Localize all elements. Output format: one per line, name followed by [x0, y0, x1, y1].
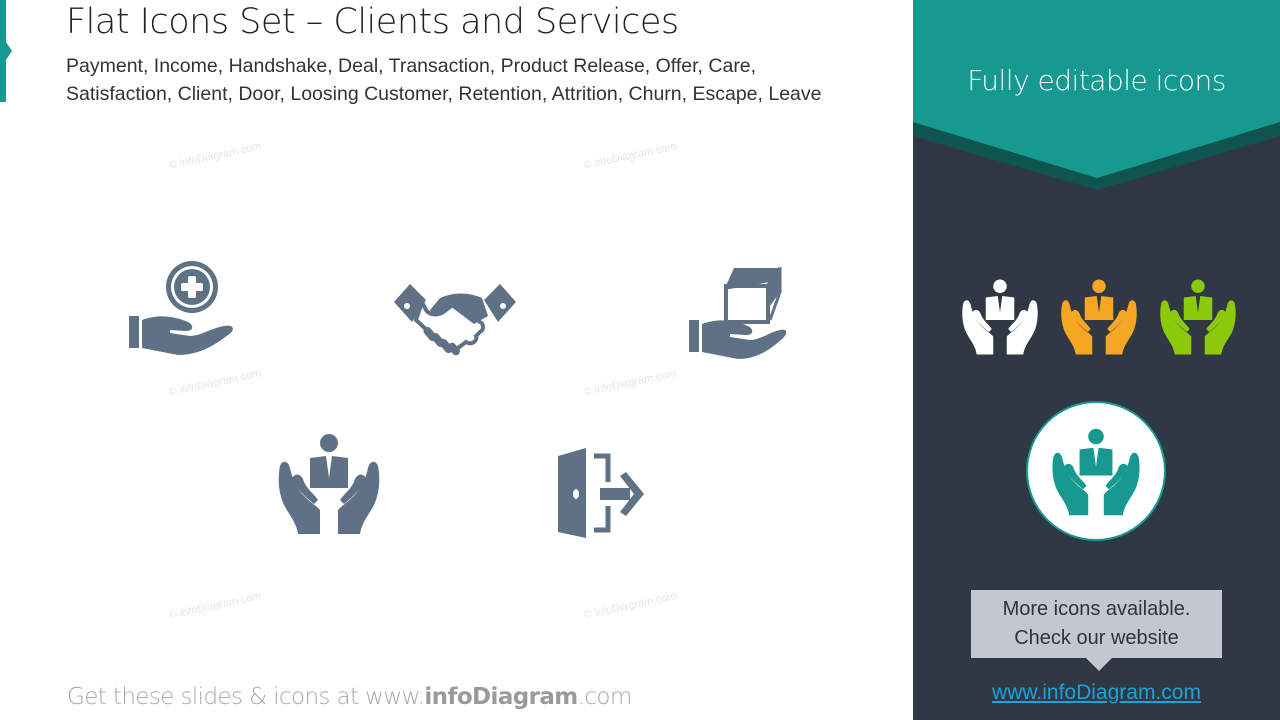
- door-exit-icon: [556, 446, 646, 540]
- watermark: © infoDiagram.com: [167, 590, 263, 622]
- watermark: © infoDiagram.com: [167, 367, 263, 399]
- callout-line-1: More icons available.: [1002, 598, 1191, 620]
- client-care-hands-icon: [276, 432, 382, 536]
- client-care-icon-orange: [1059, 278, 1139, 356]
- client-care-icon-white: [960, 278, 1040, 356]
- subtitle-line-1: Payment, Income, Handshake, Deal, Transa…: [66, 55, 757, 77]
- payment-hand-plus-icon: [128, 258, 236, 360]
- callout-tail: [1085, 657, 1113, 671]
- banner-chevron: [913, 0, 1280, 190]
- banner-text: Fully editable icons: [967, 64, 1226, 97]
- watermark: © infoDiagram.com: [582, 590, 678, 622]
- watermark: © infoDiagram.com: [167, 140, 263, 172]
- client-care-icon-circle: [1026, 401, 1166, 541]
- website-link[interactable]: www.infoDiagram.com: [992, 681, 1201, 704]
- handshake-icon: [392, 280, 518, 360]
- client-care-icon-green: [1158, 278, 1238, 356]
- watermark: © infoDiagram.com: [582, 367, 678, 399]
- product-release-hand-box-icon: [688, 264, 788, 362]
- accent-notch: [6, 42, 12, 60]
- accent-bar: [0, 0, 6, 102]
- footer-text: Get these slides & icons at www.infoDiag…: [67, 684, 632, 710]
- watermark: © infoDiagram.com: [582, 140, 678, 172]
- page-subtitle: Payment, Income, Handshake, Deal, Transa…: [66, 52, 906, 108]
- more-icons-callout: More icons available. Check our website: [971, 590, 1222, 658]
- side-panel: Fully editable icons: [913, 0, 1280, 720]
- page-title: Flat Icons Set – Clients and Services: [66, 2, 679, 42]
- footer-brand: infoDiagram: [424, 684, 578, 710]
- subtitle-line-2: Satisfaction, Client, Door, Loosing Cust…: [66, 83, 822, 105]
- callout-line-2: Check our website: [1014, 627, 1179, 649]
